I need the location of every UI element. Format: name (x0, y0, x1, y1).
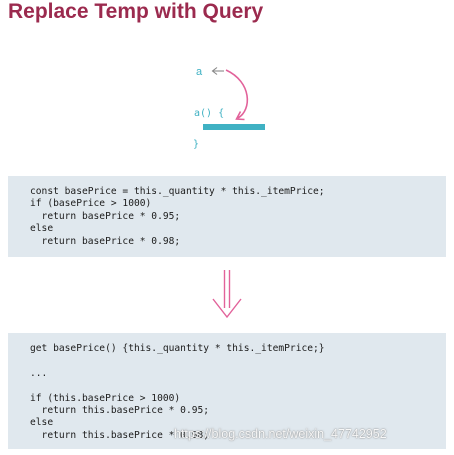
after-code-block: get basePrice() {this._quantity * this._… (8, 333, 446, 449)
code-line: return this.basePrice * 0.95; (30, 404, 210, 416)
code-line: else (30, 223, 54, 235)
function-body-bar (203, 124, 265, 130)
code-line: else (30, 417, 54, 429)
code-line: if (this.basePrice > 1000) (30, 392, 181, 404)
code-line (30, 355, 446, 367)
before-code-block: const basePrice = this._quantity * this.… (8, 176, 446, 257)
code-line: if (basePrice > 1000) (30, 198, 152, 210)
function-label: a() { (194, 108, 224, 119)
code-line: ... (30, 367, 48, 379)
code-line: get basePrice() {this._quantity * this._… (30, 343, 325, 354)
double-down-arrow-icon (212, 270, 242, 319)
code-line: return basePrice * 0.95; (30, 210, 181, 222)
code-line: return this.basePrice * 0.98; (30, 429, 210, 441)
page-title: Replace Temp with Query (8, 0, 264, 23)
refactoring-diagram: a a() { } (193, 66, 265, 150)
code-line: return basePrice * 0.98; (30, 235, 181, 247)
code-line: const basePrice = this._quantity * this.… (30, 186, 325, 197)
function-close-label: } (193, 139, 199, 150)
variable-label: a (196, 66, 203, 78)
curved-arrow-head-icon (235, 111, 245, 121)
small-left-arrow-icon (211, 67, 224, 75)
code-line (30, 380, 446, 392)
curved-arrow (225, 69, 249, 119)
